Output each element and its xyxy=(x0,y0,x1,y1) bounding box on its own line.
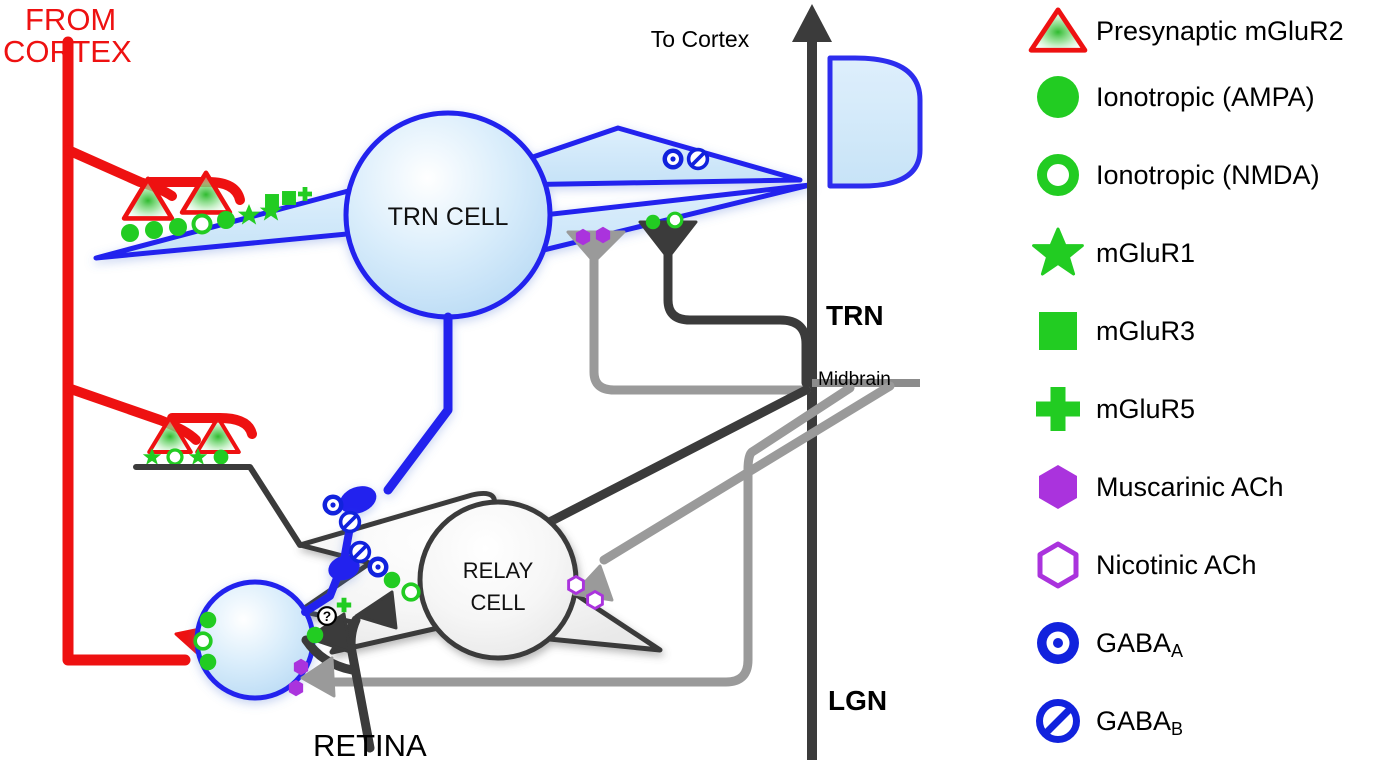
legend-item-presynaptic-mglur2: Presynaptic mGluR2 xyxy=(1020,0,1400,62)
legend-label-nmda: Ionotropic (NMDA) xyxy=(1096,159,1320,190)
nmda-receptor-icon xyxy=(166,448,184,466)
unknown-receptor-icon xyxy=(317,606,337,626)
cortex-branch-relay-a xyxy=(63,383,201,445)
legend-label-mglur5: mGluR5 xyxy=(1096,393,1196,424)
gaba-b-receptor-icon xyxy=(686,147,710,171)
mglur5-icon xyxy=(1020,378,1096,440)
mglur1-icon xyxy=(1020,222,1096,284)
ampa-receptor-icon xyxy=(199,653,217,671)
midbrain-pathways xyxy=(313,247,920,687)
mglur3-receptor-icon xyxy=(265,194,279,208)
nmda-receptor-icon xyxy=(401,582,421,602)
cortex-main-axon xyxy=(62,36,191,666)
relay-cell-label-line2: CELL xyxy=(470,590,525,615)
presynaptic-mglur2-icon xyxy=(1020,0,1096,62)
legend-label-ampa: Ionotropic (AMPA) xyxy=(1096,81,1315,112)
cholinergic-axon-interneuron xyxy=(313,383,855,687)
lgn-region-label: LGN xyxy=(828,685,887,716)
legend-label-nicotinic-ach: Nicotinic ACh xyxy=(1096,549,1257,580)
trn-cell xyxy=(93,110,813,514)
legend-item-mglur5: mGluR5 xyxy=(1020,378,1400,440)
to-cortex-label: To Cortex xyxy=(651,26,750,52)
legend-label-presynaptic-mglur2: Presynaptic mGluR2 xyxy=(1096,15,1344,46)
gaba-a-receptor-icon xyxy=(662,148,684,170)
midbrain-label: Midbrain xyxy=(818,369,891,390)
nmda-receptor-icon xyxy=(193,631,213,651)
gaba-a-receptor-icon xyxy=(322,494,344,516)
nicotinic-ach-receptor-icon xyxy=(567,575,585,595)
retinal-terminal-relay xyxy=(354,590,398,630)
ampa-receptor-icon xyxy=(169,218,187,236)
gaba-b-icon xyxy=(1020,690,1096,752)
legend-item-mglur1: mGluR1 xyxy=(1020,222,1400,284)
legend-label-muscarinic-ach: Muscarinic ACh xyxy=(1096,471,1284,502)
legend-label-gaba-b-main: GABA xyxy=(1096,705,1172,736)
ampa-receptor-icon xyxy=(645,214,661,230)
legend-label-mglur3: mGluR3 xyxy=(1096,315,1196,346)
to-cortex-arrowhead xyxy=(792,4,832,42)
nmda-receptor-icon xyxy=(191,213,213,235)
legend-label-gaba-a: GABAA xyxy=(1096,627,1184,661)
relay-distal-dendrite-line xyxy=(133,464,303,548)
trn-cell-label: TRN CELL xyxy=(388,203,509,231)
interneuron-terminal-lower xyxy=(328,555,360,581)
trn-dendrite-distal-blob xyxy=(827,55,923,189)
nicotinic-ach-receptor-icon xyxy=(586,590,604,610)
retinal-terminal-interneuron xyxy=(306,612,352,654)
nicotinic-ach-icon xyxy=(1020,534,1096,596)
gaba-a-receptor-icon xyxy=(367,556,389,578)
ampa-icon xyxy=(1020,66,1096,128)
legend-label-gaba-a-main: GABA xyxy=(1096,627,1172,658)
nmda-icon xyxy=(1020,144,1096,206)
gaba-b-receptor-icon xyxy=(338,510,362,534)
cholinergic-terminal-interneuron xyxy=(300,656,336,698)
mglur3-icon xyxy=(1020,300,1096,362)
nmda-receptor-icon xyxy=(666,211,684,229)
ampa-receptor-icon xyxy=(145,221,163,239)
legend-item-gaba-b: GABAB xyxy=(1020,690,1400,752)
legend-label-gaba-b-sub: B xyxy=(1171,718,1184,739)
ampa-receptor-icon xyxy=(121,224,139,242)
legend-item-ampa: Ionotropic (AMPA) xyxy=(1020,66,1400,128)
gaba-a-icon xyxy=(1020,612,1096,674)
muscarinic-ach-icon xyxy=(1020,456,1096,518)
relay-cell-label-line1: RELAY xyxy=(463,558,534,583)
mglur3-receptor-icon xyxy=(282,191,296,205)
retinal-axon-interneuron xyxy=(301,635,357,675)
retinal-axon-relay xyxy=(346,615,375,753)
from-cortex-label-line2: CORTEX xyxy=(3,34,132,69)
legend-item-gaba-a: GABAA xyxy=(1020,612,1400,674)
legend-label-gaba-b: GABAB xyxy=(1096,705,1184,739)
retinal-pathway xyxy=(301,590,398,753)
legend-item-muscarinic-ach: Muscarinic ACh xyxy=(1020,456,1400,518)
to-cortex-axon xyxy=(792,4,832,760)
ampa-receptor-icon xyxy=(217,211,235,229)
retina-label: RETINA xyxy=(313,728,427,760)
ampa-receptor-icon xyxy=(383,571,401,589)
legend-label-gaba-a-sub: A xyxy=(1171,640,1184,661)
cholinergic-axon-trn xyxy=(589,250,811,395)
glutamatergic-axon-trn xyxy=(663,247,811,388)
legend-item-nmda: Ionotropic (NMDA) xyxy=(1020,144,1400,206)
trn-region-label: TRN xyxy=(826,300,884,331)
trn-axon xyxy=(383,312,453,495)
ampa-receptor-icon xyxy=(199,611,217,629)
trn-axon-terminal-upper xyxy=(339,486,377,514)
glutamatergic-axon-relay xyxy=(529,385,811,535)
from-cortex-label-line1: FROM xyxy=(25,2,116,37)
legend-panel: Presynaptic mGluR2 Ionotropic (AMPA) Ion… xyxy=(1020,0,1400,760)
legend-label-mglur1: mGluR1 xyxy=(1096,237,1196,268)
legend-item-nicotinic-ach: Nicotinic ACh xyxy=(1020,534,1400,596)
ampa-receptor-icon xyxy=(306,626,324,644)
gaba-b-receptor-icon xyxy=(348,540,372,564)
ampa-receptor-icon xyxy=(213,449,229,465)
legend-item-mglur3: mGluR3 xyxy=(1020,300,1400,362)
interneuron xyxy=(194,512,360,701)
corticothalamic-pathway xyxy=(62,36,257,666)
